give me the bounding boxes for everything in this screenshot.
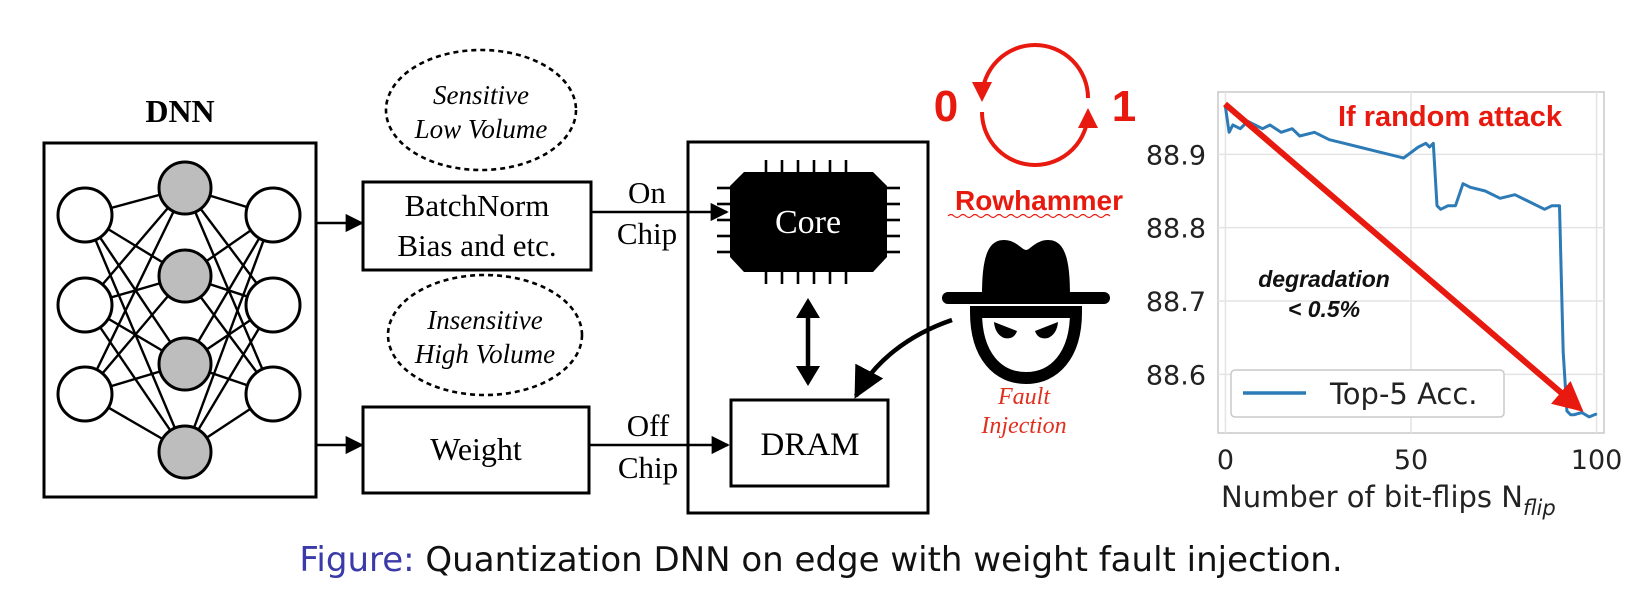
data-point — [1239, 127, 1242, 130]
series-line-top5 — [1223, 106, 1598, 419]
data-point — [1280, 131, 1282, 134]
random-attack-label: If random attack — [1338, 101, 1563, 133]
data-point — [1543, 208, 1546, 211]
data-point — [1529, 201, 1531, 203]
sensitive-ellipse — [384, 48, 578, 172]
dnn-hidden-nodes — [157, 160, 213, 480]
off-chip-label-line2: Chip — [618, 450, 678, 485]
data-point — [1439, 208, 1442, 211]
bit-flip-cycle-icon — [972, 43, 1098, 167]
caption-lead: Figure: — [299, 540, 415, 580]
data-point — [1373, 149, 1375, 152]
batchnorm-label-line2: Bias and etc. — [397, 228, 556, 263]
series-points — [1224, 105, 1598, 418]
data-point — [1573, 413, 1576, 416]
dnn-input-nodes — [56, 186, 114, 423]
data-point — [1387, 153, 1390, 156]
data-point — [1566, 410, 1568, 412]
sensitive-label-line1: Sensitive — [433, 80, 529, 110]
data-point — [1291, 127, 1293, 130]
data-point — [1469, 186, 1472, 189]
on-chip-label-line2: Chip — [617, 216, 677, 251]
data-point — [1313, 131, 1316, 134]
fault-label-line1: Fault — [997, 384, 1051, 410]
data-point — [1562, 351, 1564, 354]
dnn-edges — [83, 186, 275, 454]
insensitive-label-line2: High Volume — [414, 339, 555, 369]
data-point — [1580, 411, 1583, 414]
y-tick-labels: 88.9 88.8 88.7 88.6 — [1146, 140, 1206, 391]
dram-box — [729, 398, 890, 488]
chip-pins — [717, 160, 900, 284]
on-chip-label-line1: On — [628, 175, 666, 210]
y-tick-label: 88.9 — [1146, 140, 1206, 171]
data-point — [1514, 193, 1516, 196]
dram-label: DRAM — [760, 427, 859, 463]
dnn-output-nodes — [244, 186, 302, 423]
data-point — [1298, 135, 1301, 137]
data-point — [1343, 142, 1345, 145]
data-point — [1595, 413, 1598, 415]
data-point — [1462, 182, 1464, 185]
bit-one-label: 1 — [1112, 82, 1136, 131]
data-point — [1425, 142, 1427, 145]
core-label: Core — [775, 204, 841, 241]
x-axis-label: Number of bit-flips Nflip — [1221, 480, 1556, 520]
figure-caption: Figure: Quantization DNN on edge with we… — [0, 540, 1642, 580]
rowhammer-label: Rowhammer — [955, 185, 1123, 216]
accuracy-chart: 88.9 88.8 88.7 88.6 0 50 100 If random attack… — [1146, 91, 1623, 520]
x-tick-label: 50 — [1394, 445, 1428, 476]
data-point — [1269, 124, 1271, 126]
data-point — [1261, 127, 1264, 130]
weight-box — [361, 405, 591, 495]
dnn-title: DNN — [145, 93, 214, 129]
data-point — [1558, 204, 1561, 207]
data-point — [1254, 124, 1256, 126]
y-tick-label: 88.7 — [1146, 287, 1206, 318]
weight-label: Weight — [430, 431, 522, 467]
caption-text: Quantization DNN on edge with weight fau… — [425, 540, 1343, 580]
insensitive-label-line1: Insensitive — [426, 305, 542, 335]
arrow-hacker-to-dram — [854, 317, 953, 399]
data-point — [1447, 204, 1449, 207]
data-point — [1228, 131, 1230, 134]
x-tick-label: 100 — [1571, 445, 1623, 476]
bit-zero-label: 0 — [934, 82, 958, 131]
data-point — [1232, 124, 1234, 126]
data-point — [1428, 146, 1431, 148]
core-chip-icon — [730, 172, 887, 272]
data-point — [1454, 204, 1457, 207]
data-point — [1569, 413, 1572, 416]
sensitive-label-line2: Low Volume — [414, 114, 548, 144]
core-dram-double-arrow — [796, 298, 820, 386]
x-tick-label: 0 — [1217, 445, 1234, 476]
batchnorm-label-line1: BatchNorm — [405, 188, 550, 223]
y-tick-label: 88.6 — [1146, 360, 1206, 391]
y-tick-label: 88.8 — [1146, 214, 1206, 245]
data-point — [1402, 157, 1405, 159]
dnn-box — [42, 141, 318, 499]
legend-label: Top-5 Acc. — [1329, 377, 1478, 411]
insensitive-ellipse — [386, 273, 584, 397]
data-point — [1417, 146, 1420, 148]
degradation-label-line2: < 0.5% — [1288, 296, 1360, 322]
x-tick-labels: 0 50 100 — [1217, 445, 1623, 476]
rowhammer-underline — [947, 213, 1111, 219]
data-point — [1358, 146, 1360, 148]
data-point — [1484, 190, 1486, 192]
data-point — [1436, 204, 1438, 207]
random-attack-arrow — [1223, 101, 1584, 412]
data-point — [1551, 204, 1553, 207]
legend-box — [1230, 369, 1505, 418]
degradation-label-line1: degradation — [1258, 266, 1390, 292]
hacker-icon — [942, 240, 1110, 385]
fault-label-line2: Injection — [980, 413, 1066, 439]
off-chip-label-line1: Off — [627, 408, 670, 443]
data-point — [1588, 416, 1590, 418]
data-point — [1328, 138, 1331, 141]
data-point — [1432, 142, 1435, 145]
batchnorm-box — [361, 180, 593, 272]
data-point — [1499, 197, 1501, 200]
